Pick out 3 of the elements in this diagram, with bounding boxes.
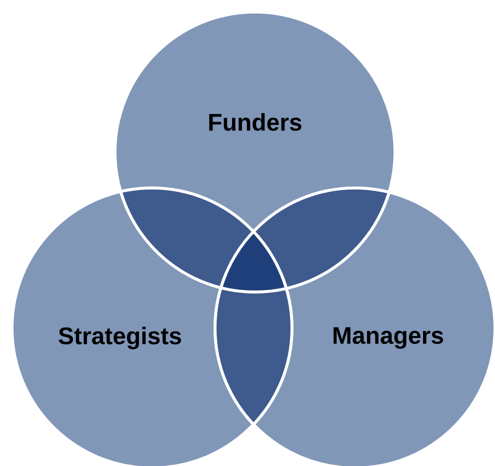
circle-label: Funders [209, 113, 302, 131]
circle-label: Strategists [58, 326, 182, 350]
circle-label: Managers [334, 327, 444, 349]
